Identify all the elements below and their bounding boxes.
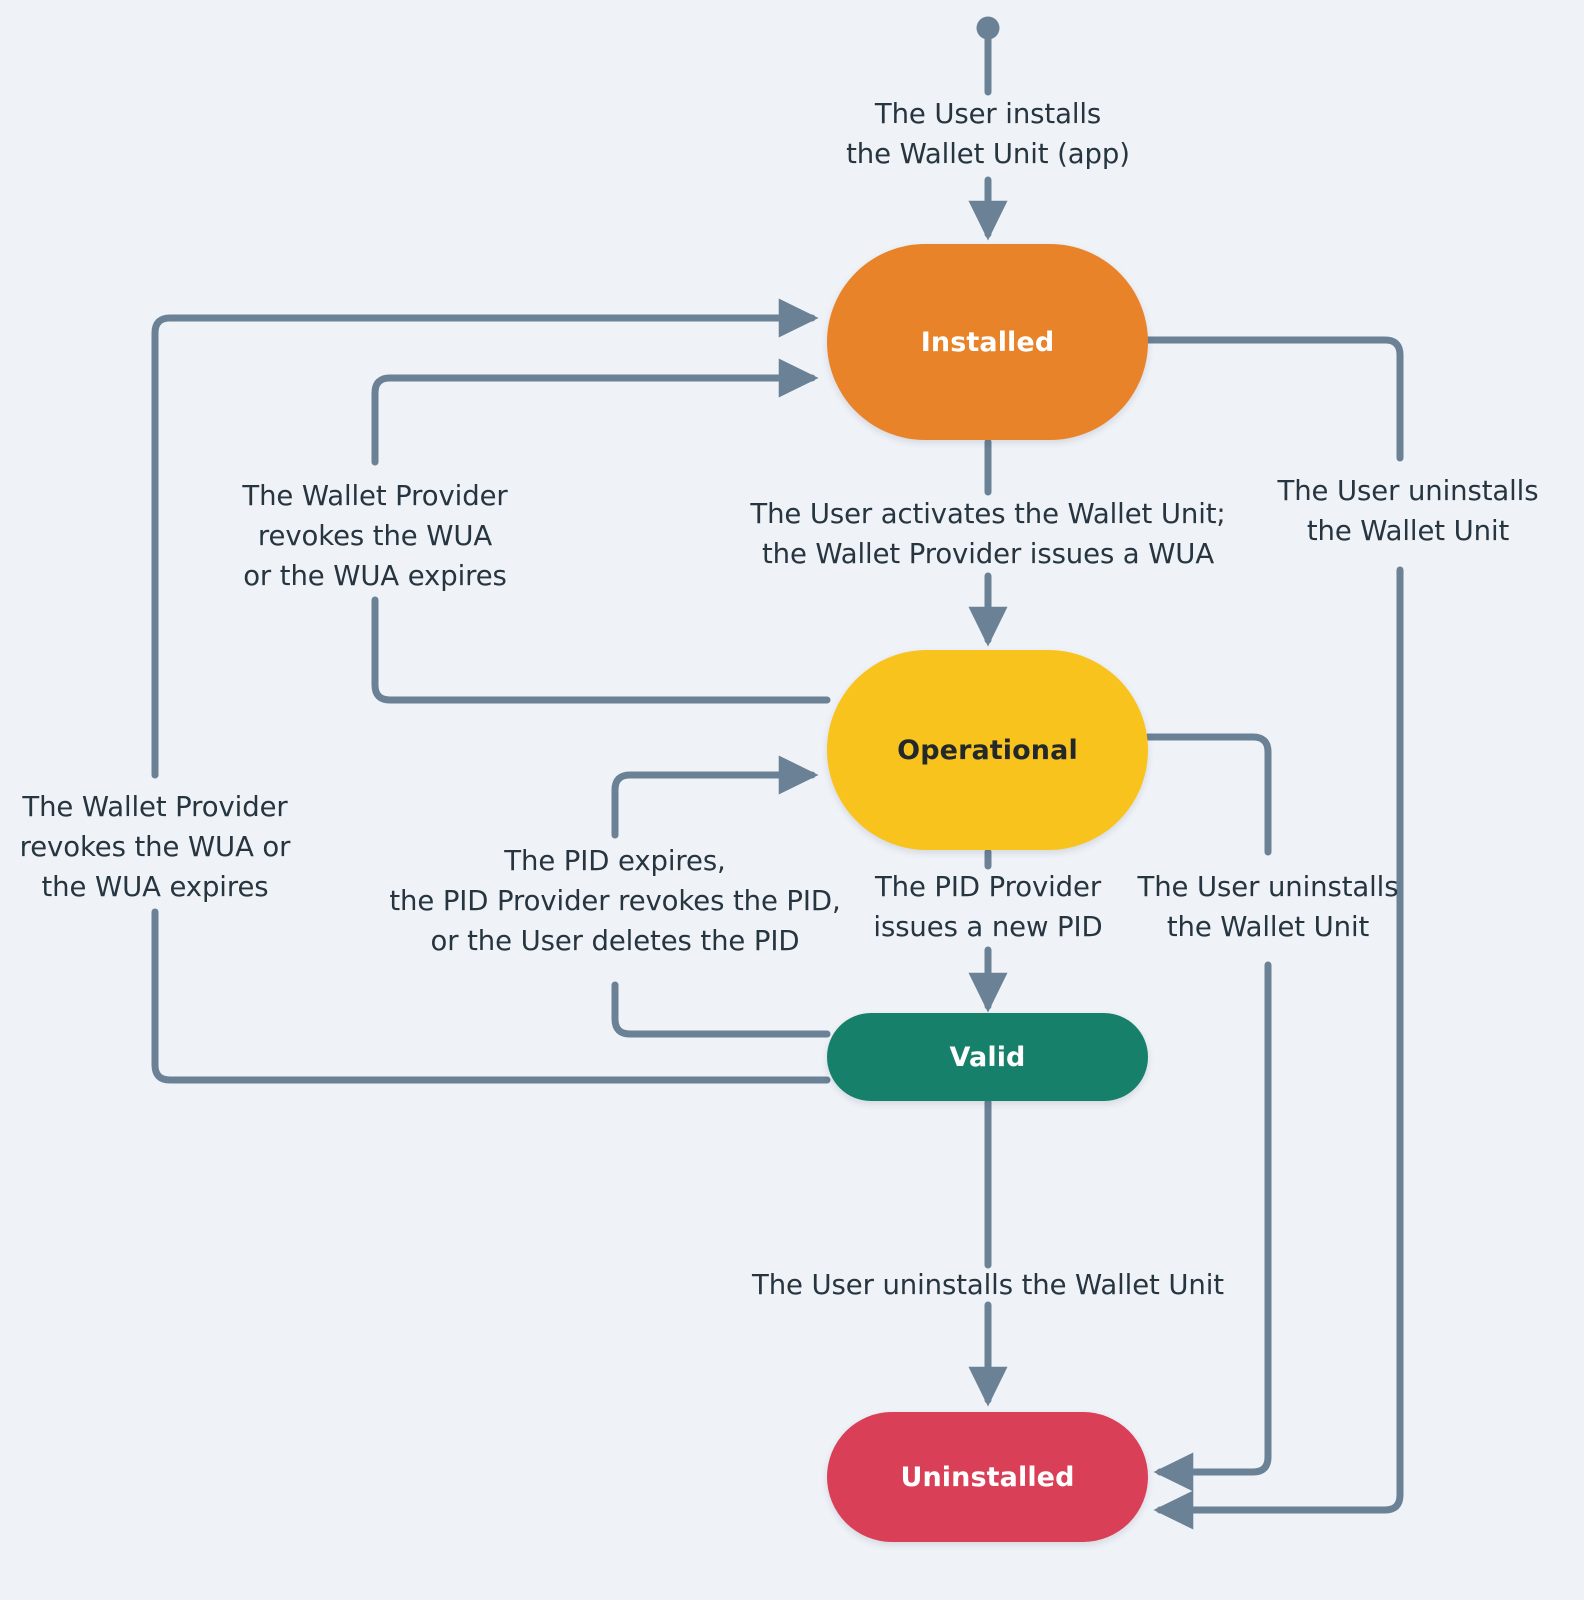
edge-label-valid-to-operational: The PID expires, the PID Provider revoke… <box>389 845 841 957</box>
state-node-uninstalled-label: Uninstalled <box>900 1461 1075 1493</box>
edge-installed-to-uninstalled-bottom <box>1153 566 1404 1530</box>
edge-label-valid-to-uninstalled: The User uninstalls the Wallet Unit <box>752 1269 1224 1301</box>
start-node-dot <box>976 16 1000 40</box>
edge-valid-to-operational-lower <box>611 981 831 1038</box>
edge-label-start-to-installed: The User installs the Wallet Unit (app) <box>846 98 1130 170</box>
edge-operational-to-installed-lower <box>371 596 831 704</box>
edge-label-installed-to-uninstalled: The User uninstalls the Wallet Unit <box>1277 475 1539 547</box>
edge-operational-to-uninstalled-bottom <box>1153 961 1272 1492</box>
edge-valid-to-operational-upper <box>611 755 819 839</box>
state-node-operational-label: Operational <box>897 734 1078 766</box>
edge-operational-to-installed-upper <box>371 358 819 466</box>
edge-operational-to-uninstalled-top <box>1144 733 1272 856</box>
edge-label-valid-to-installed: The Wallet Provider revokes the WUA or t… <box>19 791 291 903</box>
state-node-operational[interactable]: Operational <box>827 650 1148 850</box>
state-node-valid-label: Valid <box>949 1041 1026 1073</box>
state-node-installed-label: Installed <box>920 326 1055 358</box>
state-node-valid[interactable]: Valid <box>827 1013 1148 1101</box>
edge-label-installed-to-operational: The User activates the Wallet Unit; the … <box>750 498 1226 570</box>
edge-valid-to-installed-upper <box>151 298 819 779</box>
edge-valid-to-installed-lower <box>151 908 831 1084</box>
edge-installed-to-uninstalled-top <box>1144 336 1404 462</box>
edge-label-operational-to-valid: The PID Provider issues a new PID <box>873 871 1103 943</box>
state-node-uninstalled[interactable]: Uninstalled <box>827 1412 1148 1542</box>
edge-label-operational-to-uninstalled: The User uninstalls the Wallet Unit <box>1137 871 1399 943</box>
state-node-installed[interactable]: Installed <box>827 244 1148 440</box>
edge-label-operational-to-installed: The Wallet Provider revokes the WUA or t… <box>242 480 508 592</box>
